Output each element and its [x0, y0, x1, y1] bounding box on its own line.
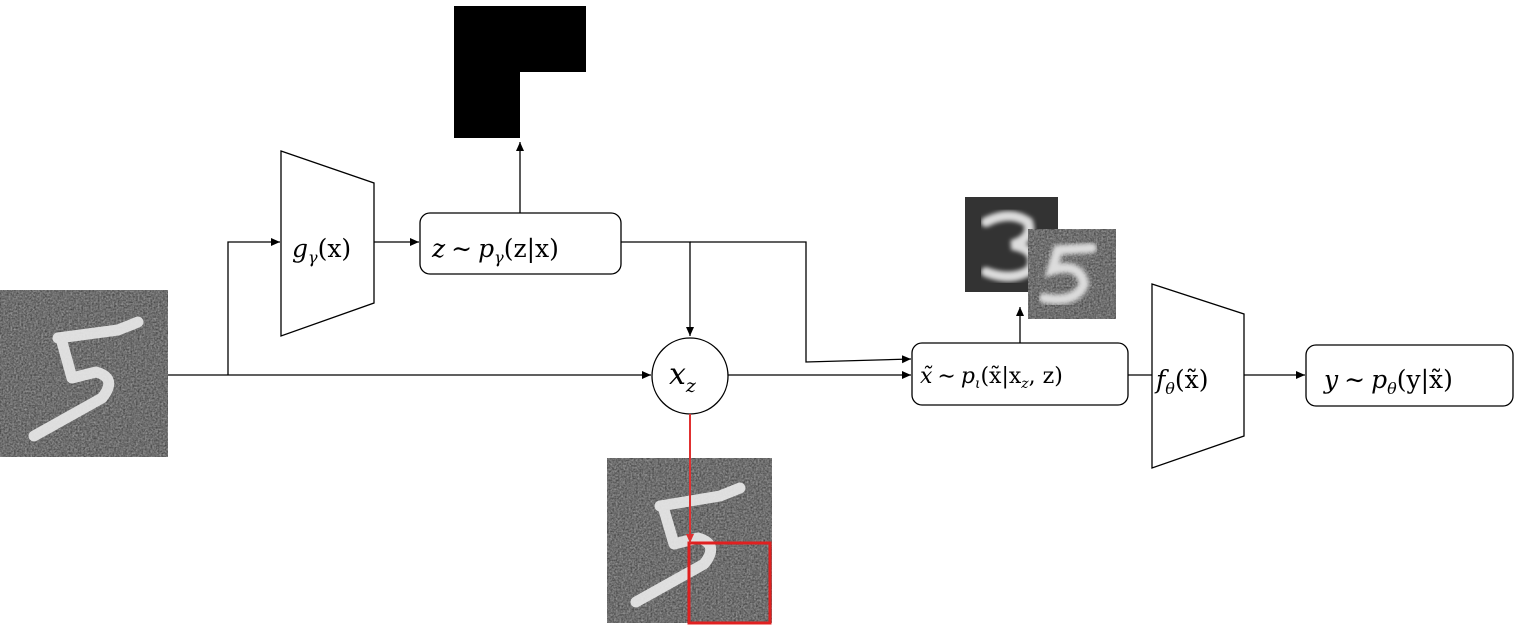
y-prediction-box: [1305, 344, 1514, 407]
xz-label: xz: [669, 357, 697, 397]
y-prediction-label: y∼pθ(y|x̃): [1323, 365, 1453, 398]
mask-region-box: [687, 541, 772, 625]
edge-input-to-g: [227, 238, 280, 375]
edge-z-to-xtilde: [690, 241, 912, 364]
g-encoder-block: [280, 150, 375, 337]
f-classifier-label: fθ(x̃): [1154, 365, 1209, 398]
f-classifier-block: [1151, 283, 1245, 469]
x-tilde-sample-label: x̃∼pι(x̃|xz, z): [920, 364, 1063, 392]
g-encoder-label: gγ(x): [292, 234, 351, 267]
input-digit-image: [0, 290, 168, 457]
connectors: [168, 142, 1305, 379]
generated-sample-5-image: [1028, 229, 1116, 319]
edge-z-to-xz: [621, 241, 694, 336]
z-sample-label: z∼pγ(z|x): [431, 234, 559, 267]
mask-image: [454, 6, 586, 138]
